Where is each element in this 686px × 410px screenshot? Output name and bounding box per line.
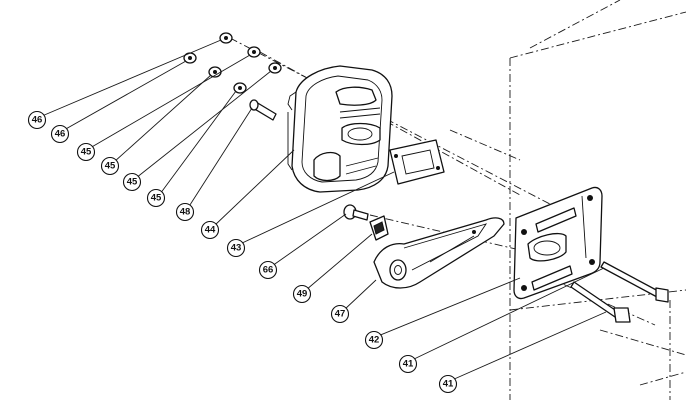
callout-43: 43 (226, 238, 246, 258)
washer-part-45 (208, 46, 282, 94)
svg-text:49: 49 (297, 289, 308, 300)
assembly-axis-lines (229, 37, 656, 326)
svg-text:45: 45 (105, 161, 116, 172)
callout-48: 48 (175, 202, 195, 222)
callout-42: 42 (364, 330, 384, 350)
bolt-part-41 (570, 261, 669, 323)
svg-text:46: 46 (55, 129, 66, 140)
svg-text:42: 42 (369, 335, 380, 346)
callout-46: 46 (27, 110, 47, 130)
svg-text:47: 47 (335, 309, 346, 320)
callout-47: 47 (330, 304, 350, 324)
callout-44: 44 (200, 220, 220, 240)
svg-text:66: 66 (263, 265, 274, 276)
callout-41: 41 (438, 374, 458, 394)
leader-lines (41, 39, 607, 381)
callout-45: 45 (122, 172, 142, 192)
svg-text:45: 45 (151, 193, 162, 204)
svg-text:45: 45 (81, 147, 92, 158)
callout-45: 45 (100, 156, 120, 176)
svg-text:48: 48 (180, 207, 191, 218)
clip-part-49 (369, 215, 389, 241)
screw-part-66 (343, 204, 369, 221)
plate-part-42 (513, 186, 603, 300)
callout-46: 46 (50, 124, 70, 144)
stud-bolt-part-48 (249, 99, 277, 121)
muffler-part-44 (287, 65, 393, 193)
svg-text:41: 41 (403, 359, 414, 370)
nut-part-46 (183, 32, 233, 64)
svg-text:43: 43 (231, 243, 242, 254)
svg-text:45: 45 (127, 177, 138, 188)
svg-text:46: 46 (32, 115, 43, 126)
svg-text:41: 41 (443, 379, 454, 390)
svg-text:44: 44 (205, 225, 216, 236)
callout-66: 66 (258, 260, 278, 280)
callout-45: 45 (146, 188, 166, 208)
callout-41: 41 (398, 354, 418, 374)
callout-49: 49 (292, 284, 312, 304)
deflector-part-47 (373, 217, 505, 289)
callout-badges: 46 46 45 45 45 45 48 44 43 66 49 (27, 110, 458, 394)
callout-45: 45 (76, 142, 96, 162)
gasket-part-43 (389, 139, 445, 185)
